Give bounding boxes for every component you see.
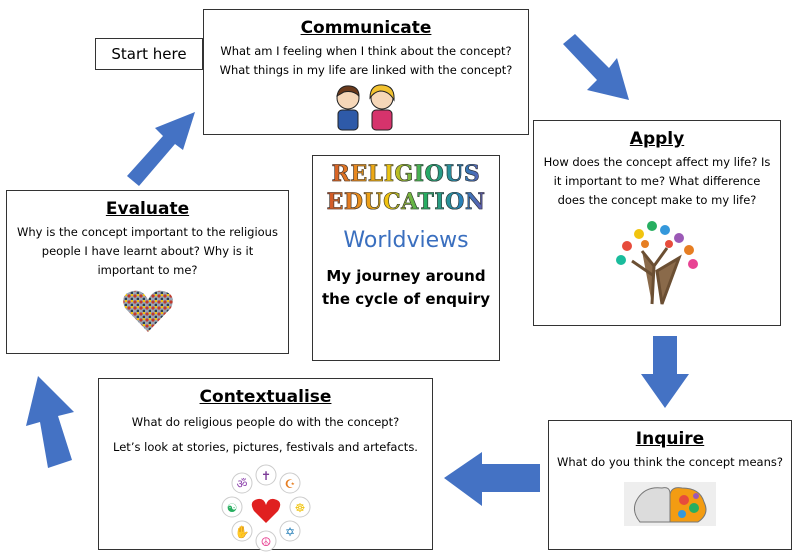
inquire-title: Inquire xyxy=(635,429,705,449)
evaluate-title: Evaluate xyxy=(105,199,190,219)
arrow-to-contextualise xyxy=(444,452,540,506)
svg-text:✡: ✡ xyxy=(284,525,294,539)
arrow-to-evaluate xyxy=(26,376,74,468)
inquire-text: What do you think the concept means? xyxy=(557,455,783,469)
religious-education-logo: RELIGIOUS EDUCATION xyxy=(313,160,499,216)
contextualise-box: Contextualise What do religious people d… xyxy=(98,378,433,552)
colorful-tree-icon xyxy=(616,221,698,305)
inquire-box: Inquire What do you think the concept me… xyxy=(548,420,792,550)
apply-text: How does the concept affect my life? Is … xyxy=(543,155,771,207)
contextualise-text-2: Let’s look at stories, pictures, festiva… xyxy=(113,440,418,454)
evaluate-text: Why is the concept important to the reli… xyxy=(17,225,278,277)
communicate-box: Communicate What am I feeling when I thi… xyxy=(203,9,529,135)
arrow-to-apply xyxy=(563,34,629,100)
heart-of-people-icon xyxy=(122,290,173,332)
contextualise-title: Contextualise xyxy=(199,387,332,407)
center-title-box: RELIGIOUS EDUCATION Worldviews My journe… xyxy=(312,155,500,361)
children-talking-icon xyxy=(336,84,395,131)
logo-line-education: EDUCATION xyxy=(313,188,499,216)
svg-text:ॐ: ॐ xyxy=(236,477,247,491)
svg-text:✋: ✋ xyxy=(234,525,249,539)
arrow-to-inquire xyxy=(641,336,689,408)
apply-box: Apply How does the concept affect my lif… xyxy=(533,120,781,326)
arrow-to-communicate xyxy=(127,112,195,186)
worldviews-subtitle: Worldviews xyxy=(343,228,469,253)
svg-text:☯: ☯ xyxy=(226,501,237,515)
brain-icon xyxy=(624,482,716,526)
religious-symbols-wheel-icon: ✝ ☪ ☸ ✡ ☮ ✋ ☯ ॐ xyxy=(221,464,310,552)
logo-line-religious: RELIGIOUS xyxy=(313,160,499,188)
svg-text:☪: ☪ xyxy=(284,477,295,491)
svg-text:✝: ✝ xyxy=(260,469,270,483)
evaluate-box: Evaluate Why is the concept important to… xyxy=(6,190,289,354)
svg-text:☮: ☮ xyxy=(260,535,271,549)
start-here-label: Start here xyxy=(95,38,203,70)
apply-title: Apply xyxy=(629,129,685,149)
communicate-title: Communicate xyxy=(300,18,432,38)
journey-heading: My journey around the cycle of enquiry xyxy=(322,267,490,308)
svg-text:☸: ☸ xyxy=(294,501,305,515)
communicate-text: What am I feeling when I think about the… xyxy=(219,44,513,77)
contextualise-text-1: What do religious people do with the con… xyxy=(131,415,400,429)
